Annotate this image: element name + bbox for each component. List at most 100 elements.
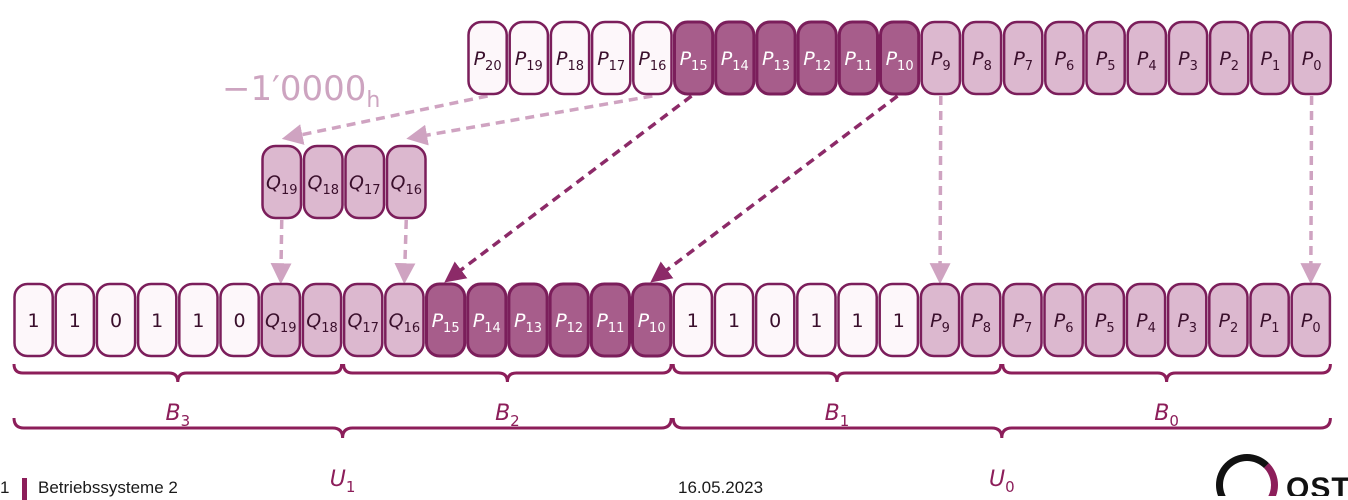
source-cell: P19 bbox=[508, 20, 550, 96]
footer-accent-bar bbox=[22, 478, 27, 500]
result-cell-box bbox=[754, 282, 796, 358]
source-cell-base: P bbox=[721, 48, 733, 70]
result-cell-label: P11 bbox=[596, 310, 624, 336]
result-cell-base: 0 bbox=[234, 310, 246, 332]
arrow-layer bbox=[270, 94, 1322, 285]
source-cell-base: P bbox=[844, 48, 856, 70]
result-cell-label: P4 bbox=[1136, 310, 1156, 336]
source-cell: P9 bbox=[920, 20, 962, 96]
source-cell-subscript: 7 bbox=[1025, 59, 1033, 74]
result-cell-base: 0 bbox=[110, 310, 122, 332]
source-cell-label: P16 bbox=[638, 48, 666, 74]
result-cell-box bbox=[1125, 282, 1167, 358]
result-cell-subscript: 4 bbox=[1148, 321, 1156, 336]
source-cell-label: P4 bbox=[1137, 48, 1157, 74]
source-cell-subscript: 20 bbox=[485, 59, 502, 74]
byte-brace bbox=[1001, 363, 1332, 383]
result-cell-base: 1 bbox=[28, 310, 40, 332]
result-cell-box bbox=[837, 282, 878, 358]
source-cell: P14 bbox=[714, 20, 756, 96]
result-cell-base: P bbox=[1219, 310, 1231, 332]
result-cell-label: P14 bbox=[473, 310, 501, 336]
source-cell-base: P bbox=[1302, 48, 1314, 70]
result-cell: P11 bbox=[589, 282, 631, 358]
result-cell-base: 1 bbox=[151, 310, 163, 332]
byte-label: B1 bbox=[825, 401, 850, 430]
source-cell-box bbox=[508, 20, 550, 96]
source-cell-label: P0 bbox=[1302, 48, 1322, 74]
source-cell: P2 bbox=[1208, 20, 1250, 96]
result-cell: P15 bbox=[425, 282, 467, 358]
source-cell-base: P bbox=[1178, 48, 1190, 70]
q-cell-label: Q18 bbox=[307, 172, 339, 198]
result-cell: 1 bbox=[136, 282, 178, 358]
result-cell-subscript: 19 bbox=[280, 321, 297, 336]
q-cell-base: Q bbox=[307, 172, 322, 194]
result-cell-base: P bbox=[971, 310, 983, 332]
result-cell-box bbox=[425, 282, 467, 358]
result-cell-subscript: 12 bbox=[567, 321, 584, 336]
source-cell-label: P15 bbox=[680, 48, 708, 74]
source-cell: P7 bbox=[1002, 20, 1044, 96]
source-cell-label: P7 bbox=[1013, 48, 1033, 74]
result-cell-box bbox=[95, 282, 137, 358]
q-cell-label: Q19 bbox=[266, 172, 298, 198]
result-cell: P12 bbox=[548, 282, 590, 358]
result-cell: P14 bbox=[466, 282, 508, 358]
source-cell-subscript: 18 bbox=[567, 59, 584, 74]
source-cell-box bbox=[673, 20, 715, 96]
result-cell-base: 1 bbox=[192, 310, 204, 332]
logo-ring-icon bbox=[1216, 454, 1278, 496]
source-cell-subscript: 19 bbox=[526, 59, 543, 74]
result-cell: P8 bbox=[960, 282, 1002, 358]
result-cell-subscript: 6 bbox=[1065, 321, 1073, 336]
source-cell-base: P bbox=[556, 48, 568, 70]
source-cell: P6 bbox=[1044, 20, 1085, 96]
source-cell: P17 bbox=[590, 20, 632, 96]
result-cell-label: 1 bbox=[28, 310, 40, 332]
source-cell-label: P9 bbox=[931, 48, 951, 74]
result-cell-label: 1 bbox=[69, 310, 81, 332]
source-cell-label: P14 bbox=[721, 48, 749, 74]
source-cell-box bbox=[632, 20, 673, 96]
byte-index: 2 bbox=[510, 412, 520, 430]
source-cell-base: P bbox=[1096, 48, 1108, 70]
result-cell-base: 1 bbox=[893, 310, 905, 332]
source-cell: P10 bbox=[879, 20, 921, 96]
result-cell-subscript: 0 bbox=[1312, 321, 1320, 336]
result-cell-subscript: 13 bbox=[525, 321, 542, 336]
source-cell-box bbox=[1002, 20, 1044, 96]
result-cell: Q18 bbox=[301, 282, 343, 358]
result-cell-subscript: 14 bbox=[484, 321, 501, 336]
q-cell-subscript: 16 bbox=[405, 183, 422, 198]
result-cell-base: P bbox=[930, 310, 942, 332]
mapping-arrow-light bbox=[406, 94, 653, 146]
result-cell: P13 bbox=[507, 282, 549, 358]
result-cell-box bbox=[342, 282, 384, 358]
source-cell-box bbox=[1126, 20, 1168, 96]
result-cell-label: 1 bbox=[893, 310, 905, 332]
source-cell-base: P bbox=[931, 48, 943, 70]
result-cell-label: Q16 bbox=[389, 310, 421, 336]
q-cell-base: Q bbox=[349, 172, 364, 194]
result-cell-box bbox=[1290, 282, 1332, 358]
result-cell-subscript: 9 bbox=[942, 321, 950, 336]
result-cell-subscript: 7 bbox=[1024, 321, 1032, 336]
result-cell-base: P bbox=[1054, 310, 1066, 332]
mapping-arrow-dark bbox=[444, 94, 693, 283]
source-cell: P0 bbox=[1291, 20, 1332, 96]
result-cell: 1 bbox=[54, 282, 96, 358]
source-cell-subscript: 11 bbox=[856, 59, 873, 74]
source-cell-label: P17 bbox=[597, 48, 625, 74]
result-cell-box bbox=[919, 282, 961, 358]
result-cell-box bbox=[796, 282, 837, 358]
mapping-arrow-dark bbox=[650, 94, 899, 283]
source-cell-base: P bbox=[680, 48, 692, 70]
source-cell-box bbox=[1167, 20, 1209, 96]
source-cell-subscript: 3 bbox=[1190, 59, 1198, 74]
offset-label: −1′0000h bbox=[222, 69, 380, 113]
result-cell-label: P15 bbox=[432, 310, 460, 336]
